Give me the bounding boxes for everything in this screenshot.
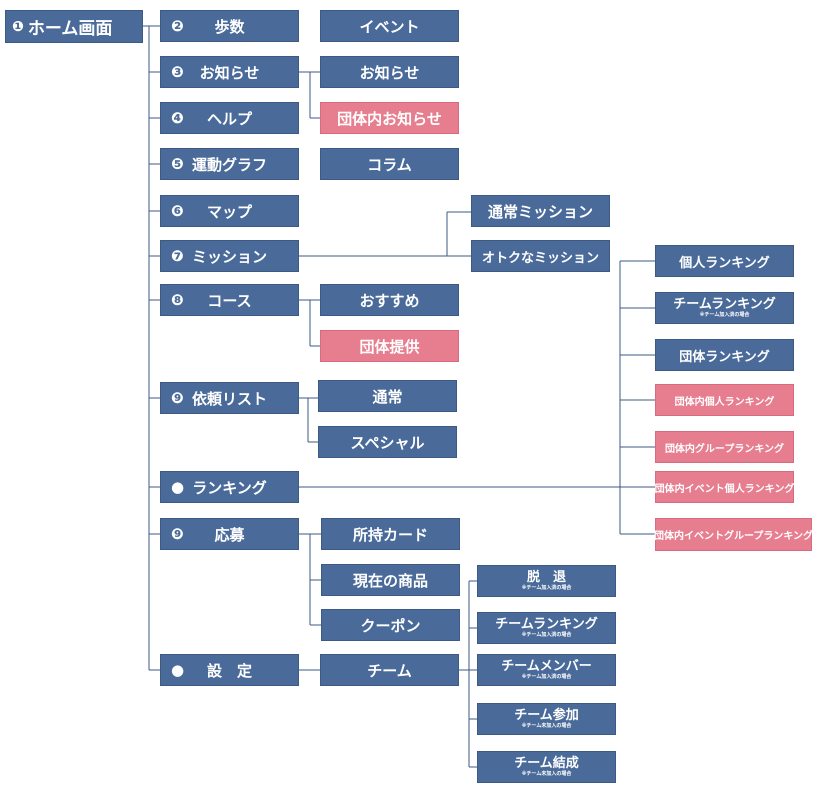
number-9-icon: ❾ bbox=[171, 525, 184, 543]
ranking-group-event-individual-label: 団体内イベント個人ランキング bbox=[654, 483, 795, 495]
ranking-individual-label: 個人ランキング bbox=[679, 255, 770, 271]
menu-notice: ❸ お知らせ bbox=[160, 56, 299, 88]
team-members-note: ※チーム加入済の場合 bbox=[521, 673, 572, 680]
sub-group-notice-label: 団体内お知らせ bbox=[337, 109, 442, 128]
number-9-icon: ❾ bbox=[171, 389, 184, 407]
number-bullet-icon: ● bbox=[171, 478, 185, 496]
number-6-icon: ❻ bbox=[171, 202, 184, 220]
menu-help-label: ヘルプ bbox=[206, 109, 252, 128]
team-leave-label: 脱 退 bbox=[526, 569, 566, 585]
team-leave: 脱 退 ※チーム加入済の場合 bbox=[477, 565, 616, 597]
sub-current-item: 現在の商品 bbox=[321, 564, 460, 596]
menu-apply: ❾ 応募 bbox=[160, 518, 299, 550]
home-screen-node: ❶ ホーム画面 bbox=[5, 10, 143, 43]
sub-normal-label: 通常 bbox=[372, 387, 403, 406]
ranking-group-group-label: 団体内グループランキング bbox=[664, 443, 785, 455]
ranking-group-event-group-label: 団体内イベントグループランキング bbox=[653, 531, 814, 542]
team-create-note: ※チーム未加入の場合 bbox=[521, 770, 572, 777]
team-members-label: チームメンバー bbox=[501, 658, 592, 674]
menu-course: ❽ コース bbox=[160, 284, 299, 316]
sub-recommended: おすすめ bbox=[320, 284, 459, 316]
sub-column: コラム bbox=[320, 148, 459, 180]
sub-group-provided: 団体提供 bbox=[320, 330, 459, 362]
team-join-label: チーム参加 bbox=[514, 707, 579, 723]
menu-map: ❻ マップ bbox=[160, 195, 299, 227]
number-8-icon: ❽ bbox=[171, 291, 184, 309]
menu-ranking-label: ランキング bbox=[192, 478, 267, 497]
sub-normal-mission-label: 通常ミッション bbox=[487, 202, 593, 221]
ranking-team-label: チームランキング bbox=[673, 296, 776, 312]
menu-apply-label: 応募 bbox=[214, 525, 245, 544]
menu-settings-label: 設 定 bbox=[206, 661, 252, 680]
menu-exercise-graph-label: 運動グラフ bbox=[191, 155, 267, 174]
menu-course-label: コース bbox=[207, 291, 252, 310]
number-4-icon: ❹ bbox=[171, 109, 184, 127]
sub-card-label: 所持カード bbox=[352, 525, 428, 544]
ranking-group-label: 団体ランキング bbox=[679, 349, 770, 365]
ranking-group: 団体ランキング bbox=[655, 339, 794, 371]
menu-ranking: ● ランキング bbox=[160, 471, 299, 503]
sub-team-label: チーム bbox=[367, 661, 412, 680]
sub-column-label: コラム bbox=[367, 155, 412, 174]
sub-deal-mission: オトクなミッション bbox=[471, 240, 610, 272]
sub-card: 所持カード bbox=[321, 518, 460, 550]
ranking-group-event-individual: 団体内イベント個人ランキング bbox=[655, 471, 794, 503]
menu-request-list-label: 依頼リスト bbox=[191, 389, 267, 408]
team-create-label: チーム結成 bbox=[514, 755, 579, 771]
menu-map-label: マップ bbox=[206, 202, 252, 221]
menu-exercise-graph: ❺ 運動グラフ bbox=[160, 148, 299, 180]
team-leave-note: ※チーム加入済の場合 bbox=[521, 584, 572, 591]
ranking-individual: 個人ランキング bbox=[655, 245, 794, 277]
sub-event: イベント bbox=[320, 10, 459, 42]
sub-normal-mission: 通常ミッション bbox=[471, 195, 610, 227]
menu-steps: ❷ 歩数 bbox=[160, 10, 299, 42]
team-members: チームメンバー ※チーム加入済の場合 bbox=[477, 654, 616, 686]
sub-normal: 通常 bbox=[318, 380, 457, 412]
sub-group-provided-label: 団体提供 bbox=[359, 337, 420, 356]
ranking-group-event-group: 団体内イベントグループランキング bbox=[653, 518, 814, 551]
ranking-group-individual: 団体内個人ランキング bbox=[655, 384, 794, 416]
menu-mission-label: ミッション bbox=[191, 247, 267, 266]
number-2-icon: ❷ bbox=[171, 17, 184, 35]
sub-event-label: イベント bbox=[359, 17, 420, 36]
ranking-team: チームランキング ※チーム加入済の場合 bbox=[655, 292, 794, 324]
sub-group-notice: 団体内お知らせ bbox=[320, 102, 459, 134]
home-screen-label: ホーム画面 bbox=[27, 19, 113, 39]
team-join: チーム参加 ※チーム未加入の場合 bbox=[477, 703, 616, 735]
menu-settings: ● 設 定 bbox=[160, 654, 299, 686]
home-number-icon: ❶ bbox=[12, 18, 24, 35]
team-create: チーム結成 ※チーム未加入の場合 bbox=[477, 751, 616, 783]
sub-recommended-label: おすすめ bbox=[359, 291, 420, 310]
team-ranking-label: チームランキング bbox=[495, 616, 598, 632]
number-7-icon: ❼ bbox=[171, 247, 184, 265]
menu-steps-label: 歩数 bbox=[214, 17, 245, 36]
ranking-team-note: ※チーム加入済の場合 bbox=[699, 311, 750, 318]
sub-special-label: スペシャル bbox=[350, 433, 425, 452]
sub-team: チーム bbox=[320, 654, 459, 686]
menu-notice-label: お知らせ bbox=[199, 63, 260, 82]
sub-deal-mission-label: オトクなミッション bbox=[481, 250, 599, 266]
menu-request-list: ❾ 依頼リスト bbox=[160, 382, 299, 414]
team-join-note: ※チーム未加入の場合 bbox=[521, 722, 572, 729]
sub-notice-label: お知らせ bbox=[359, 63, 420, 82]
ranking-group-group: 団体内グループランキング bbox=[655, 431, 794, 463]
ranking-group-individual-label: 団体内個人ランキング bbox=[674, 396, 775, 408]
number-bullet-icon: ● bbox=[171, 661, 185, 679]
sub-special: スペシャル bbox=[318, 426, 457, 458]
team-ranking: チームランキング ※チーム加入済の場合 bbox=[477, 612, 616, 644]
menu-mission: ❼ ミッション bbox=[160, 240, 299, 272]
sub-coupon-label: クーポン bbox=[360, 616, 421, 635]
sub-current-item-label: 現在の商品 bbox=[352, 571, 428, 590]
menu-help: ❹ ヘルプ bbox=[160, 102, 299, 134]
number-3-icon: ❸ bbox=[171, 63, 184, 81]
sub-notice: お知らせ bbox=[320, 56, 459, 88]
number-5-icon: ❺ bbox=[171, 155, 184, 173]
team-ranking-note: ※チーム加入済の場合 bbox=[521, 631, 572, 638]
sub-coupon: クーポン bbox=[321, 609, 460, 641]
